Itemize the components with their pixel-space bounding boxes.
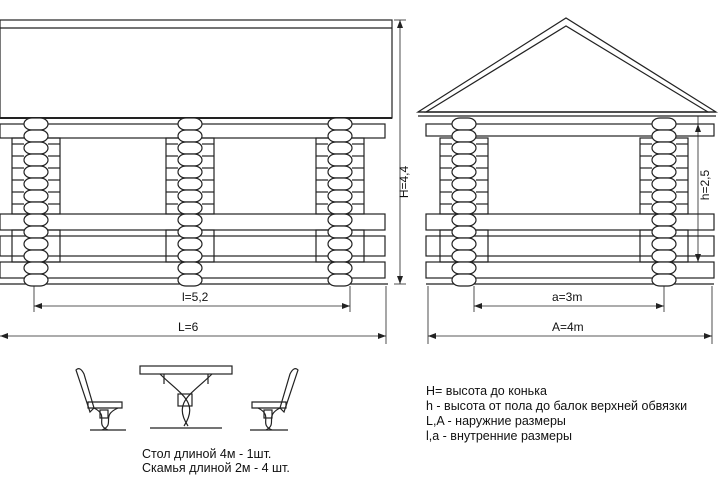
side-rail-upper: [425, 213, 715, 231]
front-posts: [11, 117, 365, 287]
log-post: [639, 117, 689, 287]
legend-line-1: H= высота до конька: [426, 384, 547, 398]
dimension-lines: [0, 19, 713, 344]
dim-outer-length: L=6: [176, 320, 201, 334]
caption-bench: Скамья длиной 2м - 4 шт.: [142, 461, 290, 475]
log-post: [11, 117, 61, 287]
caption-table: Стол длиной 4м - 1шт.: [142, 447, 272, 461]
dim-inner-length: l=5,2: [180, 290, 211, 304]
dim-outer-width: A=4m: [550, 320, 586, 334]
front-view: [0, 19, 393, 287]
front-roof: [0, 19, 393, 119]
side-rail-lower: [425, 235, 715, 257]
dim-inner-width: a=3m: [550, 290, 585, 304]
bench-right-icon: [250, 368, 299, 431]
side-bottom-beam: [425, 261, 715, 279]
log-post: [315, 117, 365, 287]
dimension-arrows: [0, 20, 712, 339]
side-roof-gable: [415, 17, 719, 113]
side-top-beam: [425, 123, 715, 137]
side-posts: [439, 117, 689, 287]
side-view: [415, 17, 719, 287]
dim-side-height: h=2,5: [698, 169, 713, 201]
dim-front-height: H=4,4: [397, 165, 412, 199]
legend-line-2: h - высота от пола до балок верхней обвя…: [426, 399, 688, 413]
log-post: [439, 117, 489, 287]
legend-line-3: L,A - наружние размеры: [426, 414, 566, 428]
log-post: [165, 117, 215, 287]
bench-left-icon: [75, 368, 126, 431]
legend-line-4: l,a - внутренние размеры: [426, 429, 572, 443]
table-icon: [139, 365, 233, 429]
